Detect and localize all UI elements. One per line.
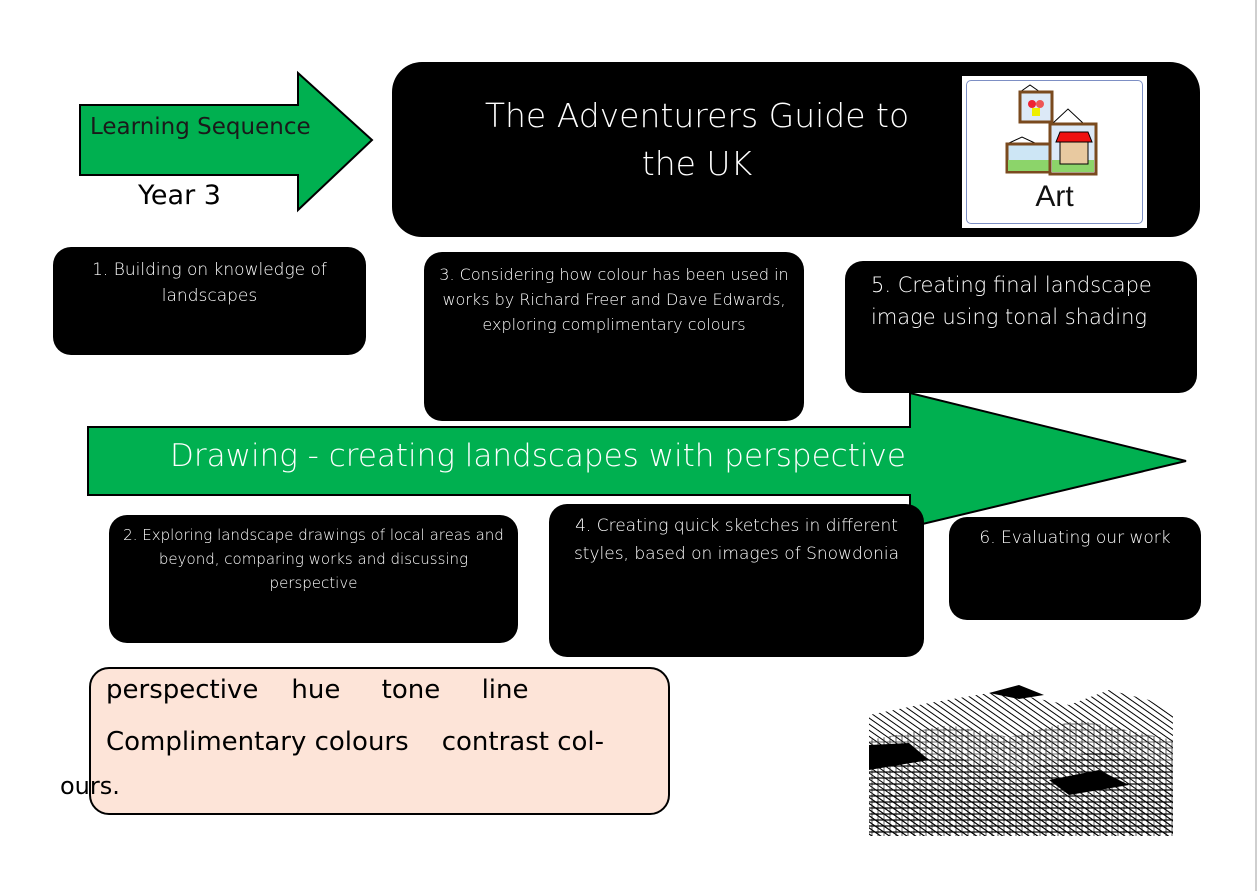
subject-label: Art bbox=[1035, 180, 1074, 213]
step-2: 2. Exploring landscape drawings of local… bbox=[109, 515, 518, 643]
title-line-2: the UK bbox=[641, 144, 753, 183]
art-card: Art bbox=[962, 76, 1147, 228]
vocabulary-box bbox=[89, 667, 670, 815]
step-3: 3. Considering how colour has been used … bbox=[424, 252, 804, 421]
landscape-drawing-image bbox=[869, 685, 1173, 836]
vocabulary-line-1: perspective hue tone line bbox=[106, 675, 529, 705]
learning-sequence-label: Learning Sequence bbox=[90, 114, 311, 140]
page-title: The Adventurers Guide to the UK bbox=[422, 92, 972, 188]
title-box: The Adventurers Guide to the UK Art bbox=[392, 62, 1200, 237]
art-pictures-icon bbox=[1005, 84, 1098, 176]
vocabulary-line-3: ours. bbox=[60, 772, 120, 800]
vocabulary-line-2: Complimentary colours contrast col- bbox=[106, 727, 605, 757]
main-arrow-label: Drawing - creating landscapes with persp… bbox=[170, 438, 906, 474]
step-5: 5. Creating final landscape image using … bbox=[845, 261, 1197, 393]
page-edge bbox=[1255, 0, 1257, 891]
step-6: 6. Evaluating our work bbox=[949, 517, 1201, 620]
step-1: 1. Building on knowledge of landscapes bbox=[53, 247, 366, 355]
title-line-1: The Adventurers Guide to bbox=[484, 96, 910, 135]
learning-sequence-arrow bbox=[79, 70, 374, 213]
step-4: 4. Creating quick sketches in different … bbox=[549, 504, 924, 657]
year-label: Year 3 bbox=[138, 180, 221, 211]
main-arrow bbox=[87, 391, 1187, 529]
